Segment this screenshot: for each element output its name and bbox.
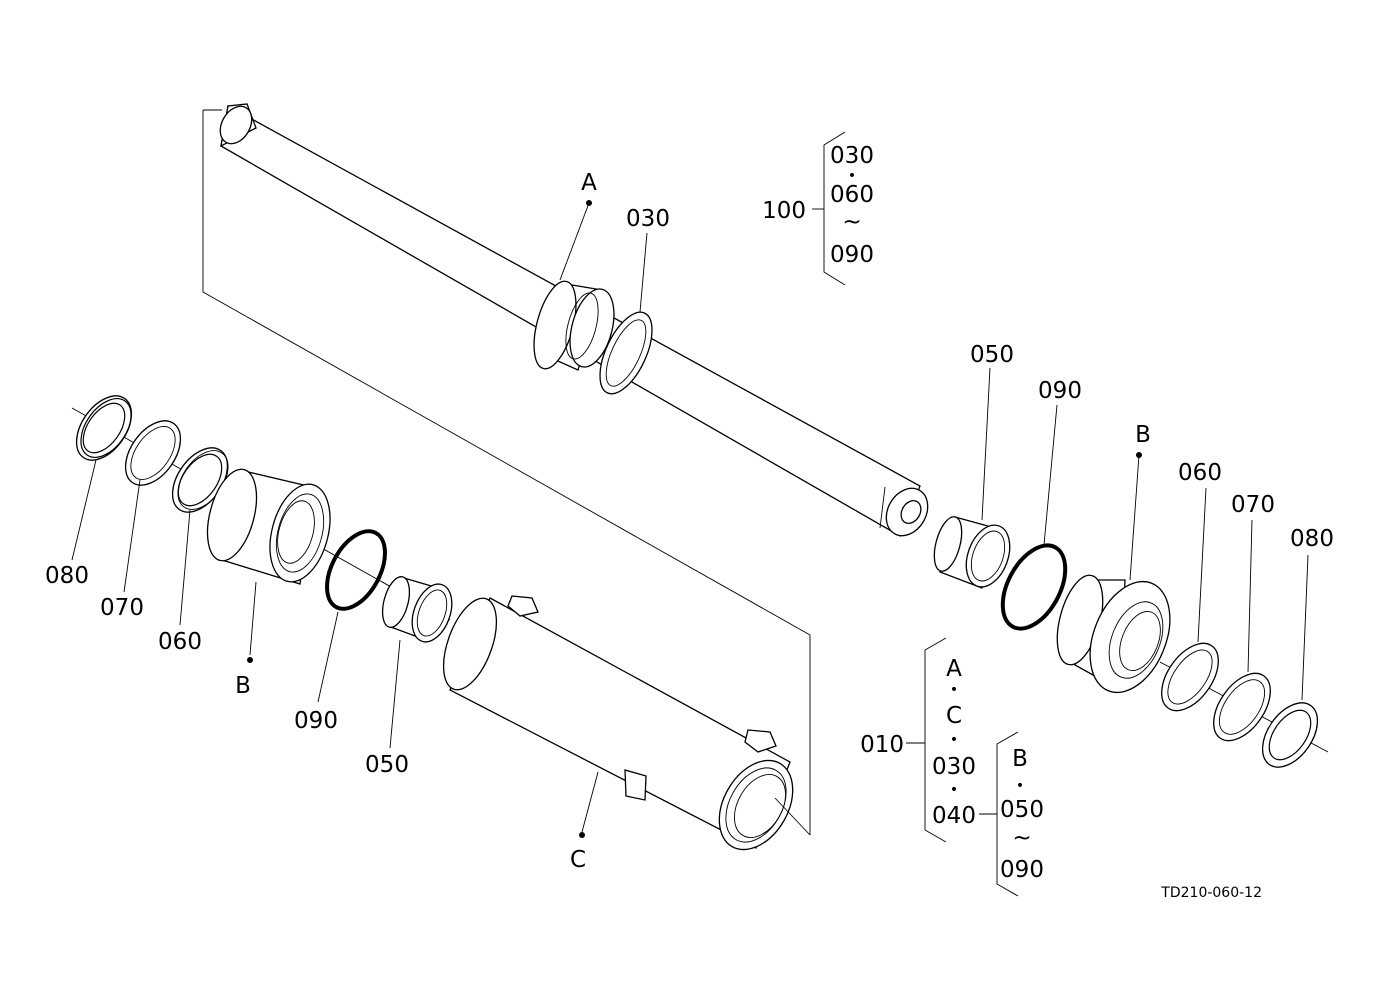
kit-100-parent: 100 — [762, 198, 806, 224]
kit-100-group: 100 030 • 060 ~ 090 — [762, 131, 874, 286]
cylinder-tube — [442, 595, 811, 851]
label-b-left: B — [235, 673, 251, 699]
kit-010-group: 010 A • C • 030 • 040 — [860, 637, 976, 843]
right-gland — [1056, 574, 1171, 694]
kit-010-separator: • — [950, 732, 958, 748]
kit-040-separator: ~ — [1012, 825, 1031, 851]
right-ring-070 — [1213, 672, 1271, 742]
right-wiper-080 — [1261, 702, 1319, 768]
kit-040-separator: • — [1016, 778, 1024, 794]
label-070-right: 070 — [1231, 492, 1275, 518]
kit-100-item: 060 — [830, 182, 874, 208]
kit-040-item: 090 — [1000, 857, 1044, 883]
kit-040-group: B • 050 ~ 090 — [979, 731, 1044, 897]
label-030-top: 030 — [626, 206, 670, 232]
label-b-right: B — [1135, 422, 1151, 448]
right-bushing-050 — [933, 516, 1011, 589]
assembly-envelope — [202, 109, 811, 835]
figure-id: TD210-060-12 — [1160, 885, 1262, 901]
callout-dots — [247, 200, 1142, 838]
left-gland — [206, 468, 331, 585]
label-070-left: 070 — [100, 595, 144, 621]
label-080-left: 080 — [45, 563, 89, 589]
kit-010-separator: • — [950, 682, 958, 698]
label-050-left: 050 — [365, 752, 409, 778]
kit-010-item: A — [946, 656, 962, 682]
ring-030 — [599, 311, 653, 395]
label-090-left: 090 — [294, 708, 338, 734]
right-seal-060 — [1161, 642, 1219, 712]
kit-010-parent: 010 — [860, 732, 904, 758]
label-c-bottom: C — [570, 847, 586, 873]
left-ring-070 — [124, 420, 182, 486]
left-bushing-050 — [381, 576, 453, 643]
kit-100-separator: • — [848, 168, 856, 184]
kit-100-item: 030 — [830, 143, 874, 169]
kit-010-item: C — [946, 703, 962, 729]
label-080-right: 080 — [1290, 526, 1334, 552]
left-seal-060 — [171, 447, 229, 513]
label-060-right: 060 — [1178, 460, 1222, 486]
label-060-left: 060 — [158, 629, 202, 655]
leader-lines — [71, 202, 1309, 833]
kit-100-separator: ~ — [842, 209, 861, 235]
left-oring-090 — [325, 529, 387, 611]
kit-040-item: B — [1012, 746, 1028, 772]
left-wiper-080 — [75, 395, 133, 461]
kit-010-separator: • — [950, 782, 958, 798]
kit-100-item: 090 — [830, 242, 874, 268]
label-a-top: A — [581, 170, 597, 196]
label-090-right: 090 — [1038, 378, 1082, 404]
kit-010-item: 040 — [932, 803, 976, 829]
kit-040-item: 050 — [1000, 797, 1044, 823]
piston-head — [533, 280, 615, 371]
kit-010-item: 030 — [932, 754, 976, 780]
right-oring-090 — [1000, 543, 1068, 631]
label-050-right: 050 — [970, 342, 1014, 368]
